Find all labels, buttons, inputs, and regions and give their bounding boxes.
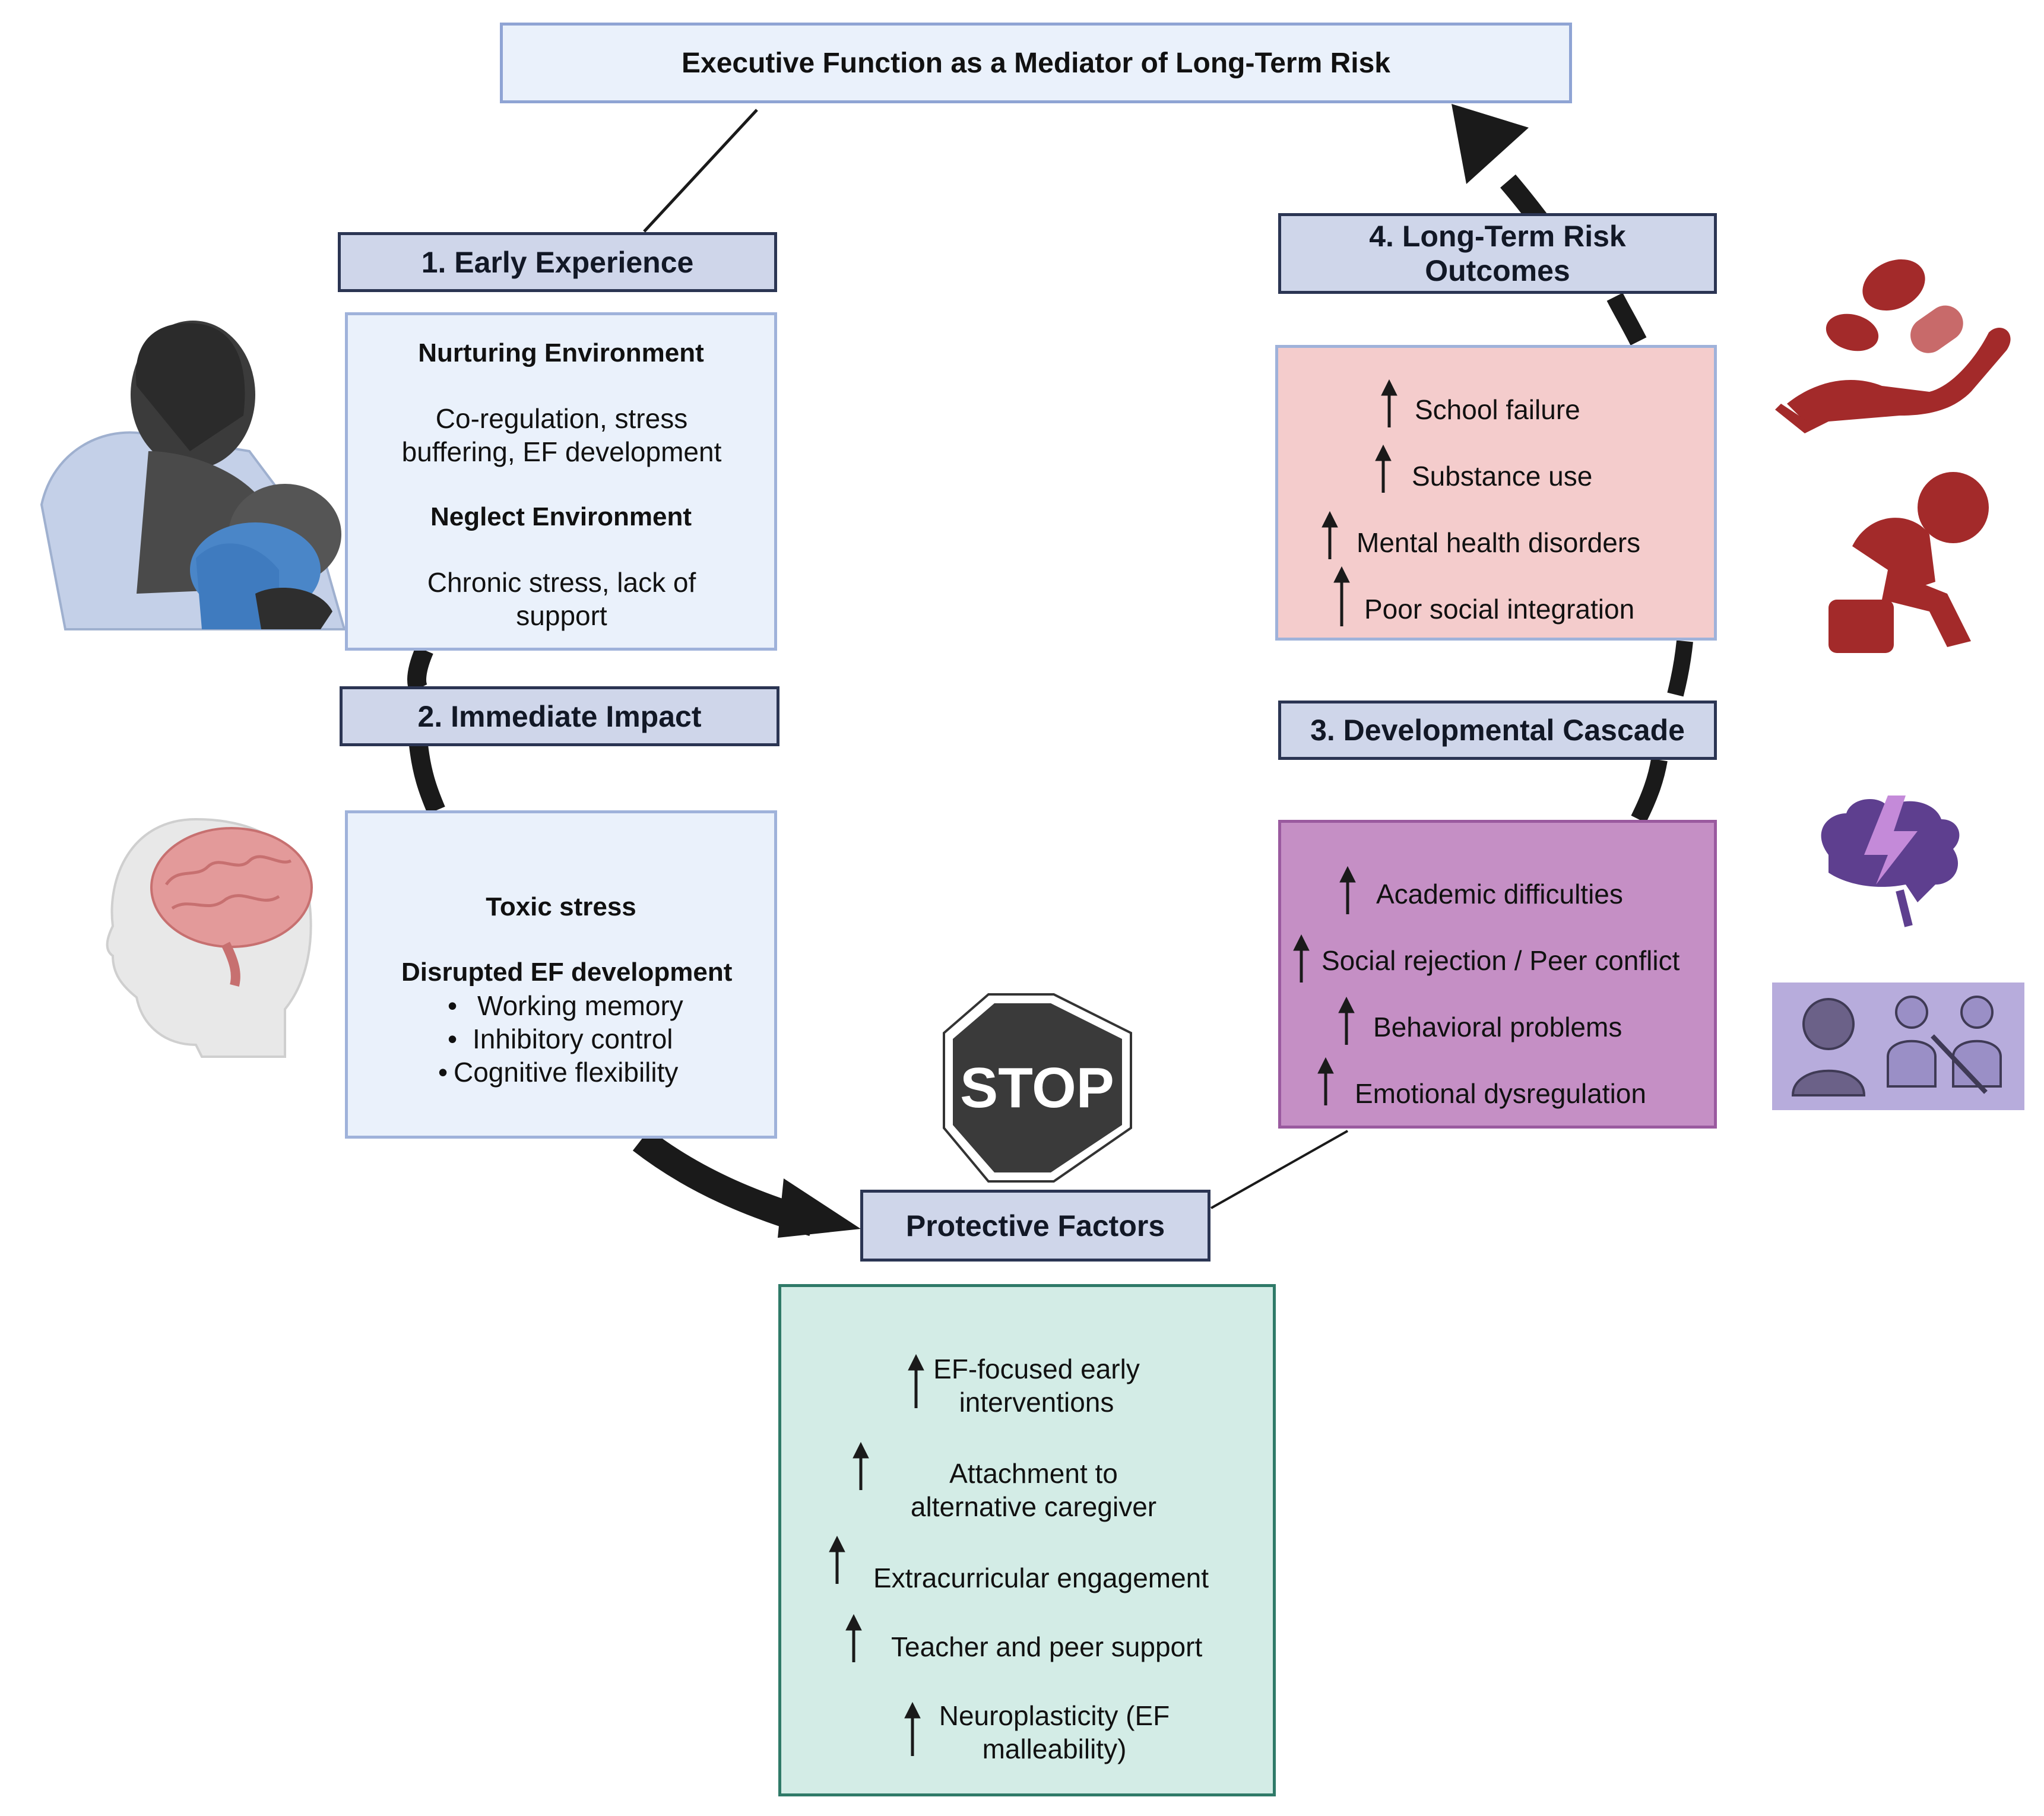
list-item: Teacher and peer support <box>891 1631 1203 1662</box>
step-immediate-impact-label: 2. Immediate Impact <box>417 699 702 733</box>
protective-factors-panel: EF-focused early interventions Attachmen… <box>778 1284 1276 1796</box>
infant-brain-icon <box>106 817 313 1058</box>
ef-components-list: Working memory Inhibitory control Cognit… <box>438 989 752 1089</box>
step-early-experience: 1. Early Experience <box>338 232 777 292</box>
step-long-term-risk: 4. Long-Term Risk Outcomes <box>1278 213 1717 294</box>
list-item: Neuroplasticity (EF malleability) <box>939 1700 1170 1764</box>
list-item: EF-focused early interventions <box>933 1354 1140 1418</box>
list-item: Behavioral problems <box>1373 1012 1622 1042</box>
step-protective-factors-label: Protective Factors <box>905 1209 1165 1243</box>
hand-pills-icon <box>1775 259 2011 433</box>
step-immediate-impact: 2. Immediate Impact <box>340 686 779 746</box>
stop-sign-icon <box>943 993 1132 1183</box>
list-item: Emotional dysregulation <box>1355 1078 1646 1109</box>
list-item: Mental health disorders <box>1357 527 1641 558</box>
list-item: Academic difficulties <box>1376 879 1623 909</box>
social-rejection-icon <box>1772 983 2024 1110</box>
list-item: Inhibitory control <box>443 1022 752 1056</box>
arc-right-upper <box>1606 293 1647 346</box>
stop-sign-text: STOP <box>960 1056 1114 1120</box>
diagram-title: Executive Function as a Mediator of Long… <box>500 23 1572 103</box>
title-connector-line <box>643 109 758 233</box>
developmental-cascade-panel: Academic difficulties Social rejection /… <box>1278 820 1717 1129</box>
arc-right-middle <box>1667 640 1693 697</box>
mother-breastfeeding-icon <box>40 321 346 630</box>
neglect-text: Chronic stress, lack of support <box>427 567 696 631</box>
list-item: Attachment to alternative caregiver <box>910 1458 1157 1522</box>
list-item: Extracurricular engagement <box>873 1563 1209 1593</box>
diagram-title-text: Executive Function as a Mediator of Long… <box>682 47 1390 79</box>
list-item: School failure <box>1415 394 1580 425</box>
long-term-outcomes-panel: School failure Substance use Mental heal… <box>1275 345 1717 641</box>
protective-cascade-line <box>1210 1130 1348 1209</box>
immediate-impact-panel: Toxic stress Disrupted EF development Wo… <box>345 810 777 1139</box>
list-item: Poor social integration <box>1364 594 1635 625</box>
step-protective-factors: Protective Factors <box>860 1190 1210 1262</box>
arc-right-lower <box>1631 758 1668 823</box>
step-early-experience-label: 1. Early Experience <box>421 245 694 279</box>
list-item: Working memory <box>443 989 752 1022</box>
list-item: Cognitive flexibility <box>433 1056 752 1089</box>
nurturing-heading: Nurturing Environment <box>418 338 704 367</box>
step-developmental-cascade-label: 3. Developmental Cascade <box>1310 714 1685 747</box>
distressed-person-icon <box>1828 472 1989 653</box>
arrow-to-title-head <box>1452 104 1529 184</box>
list-item: Social rejection / Peer conflict <box>1322 945 1680 976</box>
step-developmental-cascade: 3. Developmental Cascade <box>1278 701 1717 760</box>
toxic-stress-label: Toxic stress <box>486 892 636 921</box>
arrow-to-protective-head <box>778 1178 861 1238</box>
neglect-heading: Neglect Environment <box>430 502 692 531</box>
brain-lightning-icon <box>1821 796 1960 927</box>
early-experience-panel: Nurturing Environment Co-regulation, str… <box>345 312 777 651</box>
arc-left-upper <box>407 646 433 693</box>
disrupted-ef-label: Disrupted EF development <box>401 958 733 987</box>
step-long-term-risk-label: 4. Long-Term Risk Outcomes <box>1369 220 1626 287</box>
arc-left-lower <box>409 744 445 814</box>
nurturing-text: Co-regulation, stress buffering, EF deve… <box>401 403 722 467</box>
list-item: Substance use <box>1412 461 1593 492</box>
